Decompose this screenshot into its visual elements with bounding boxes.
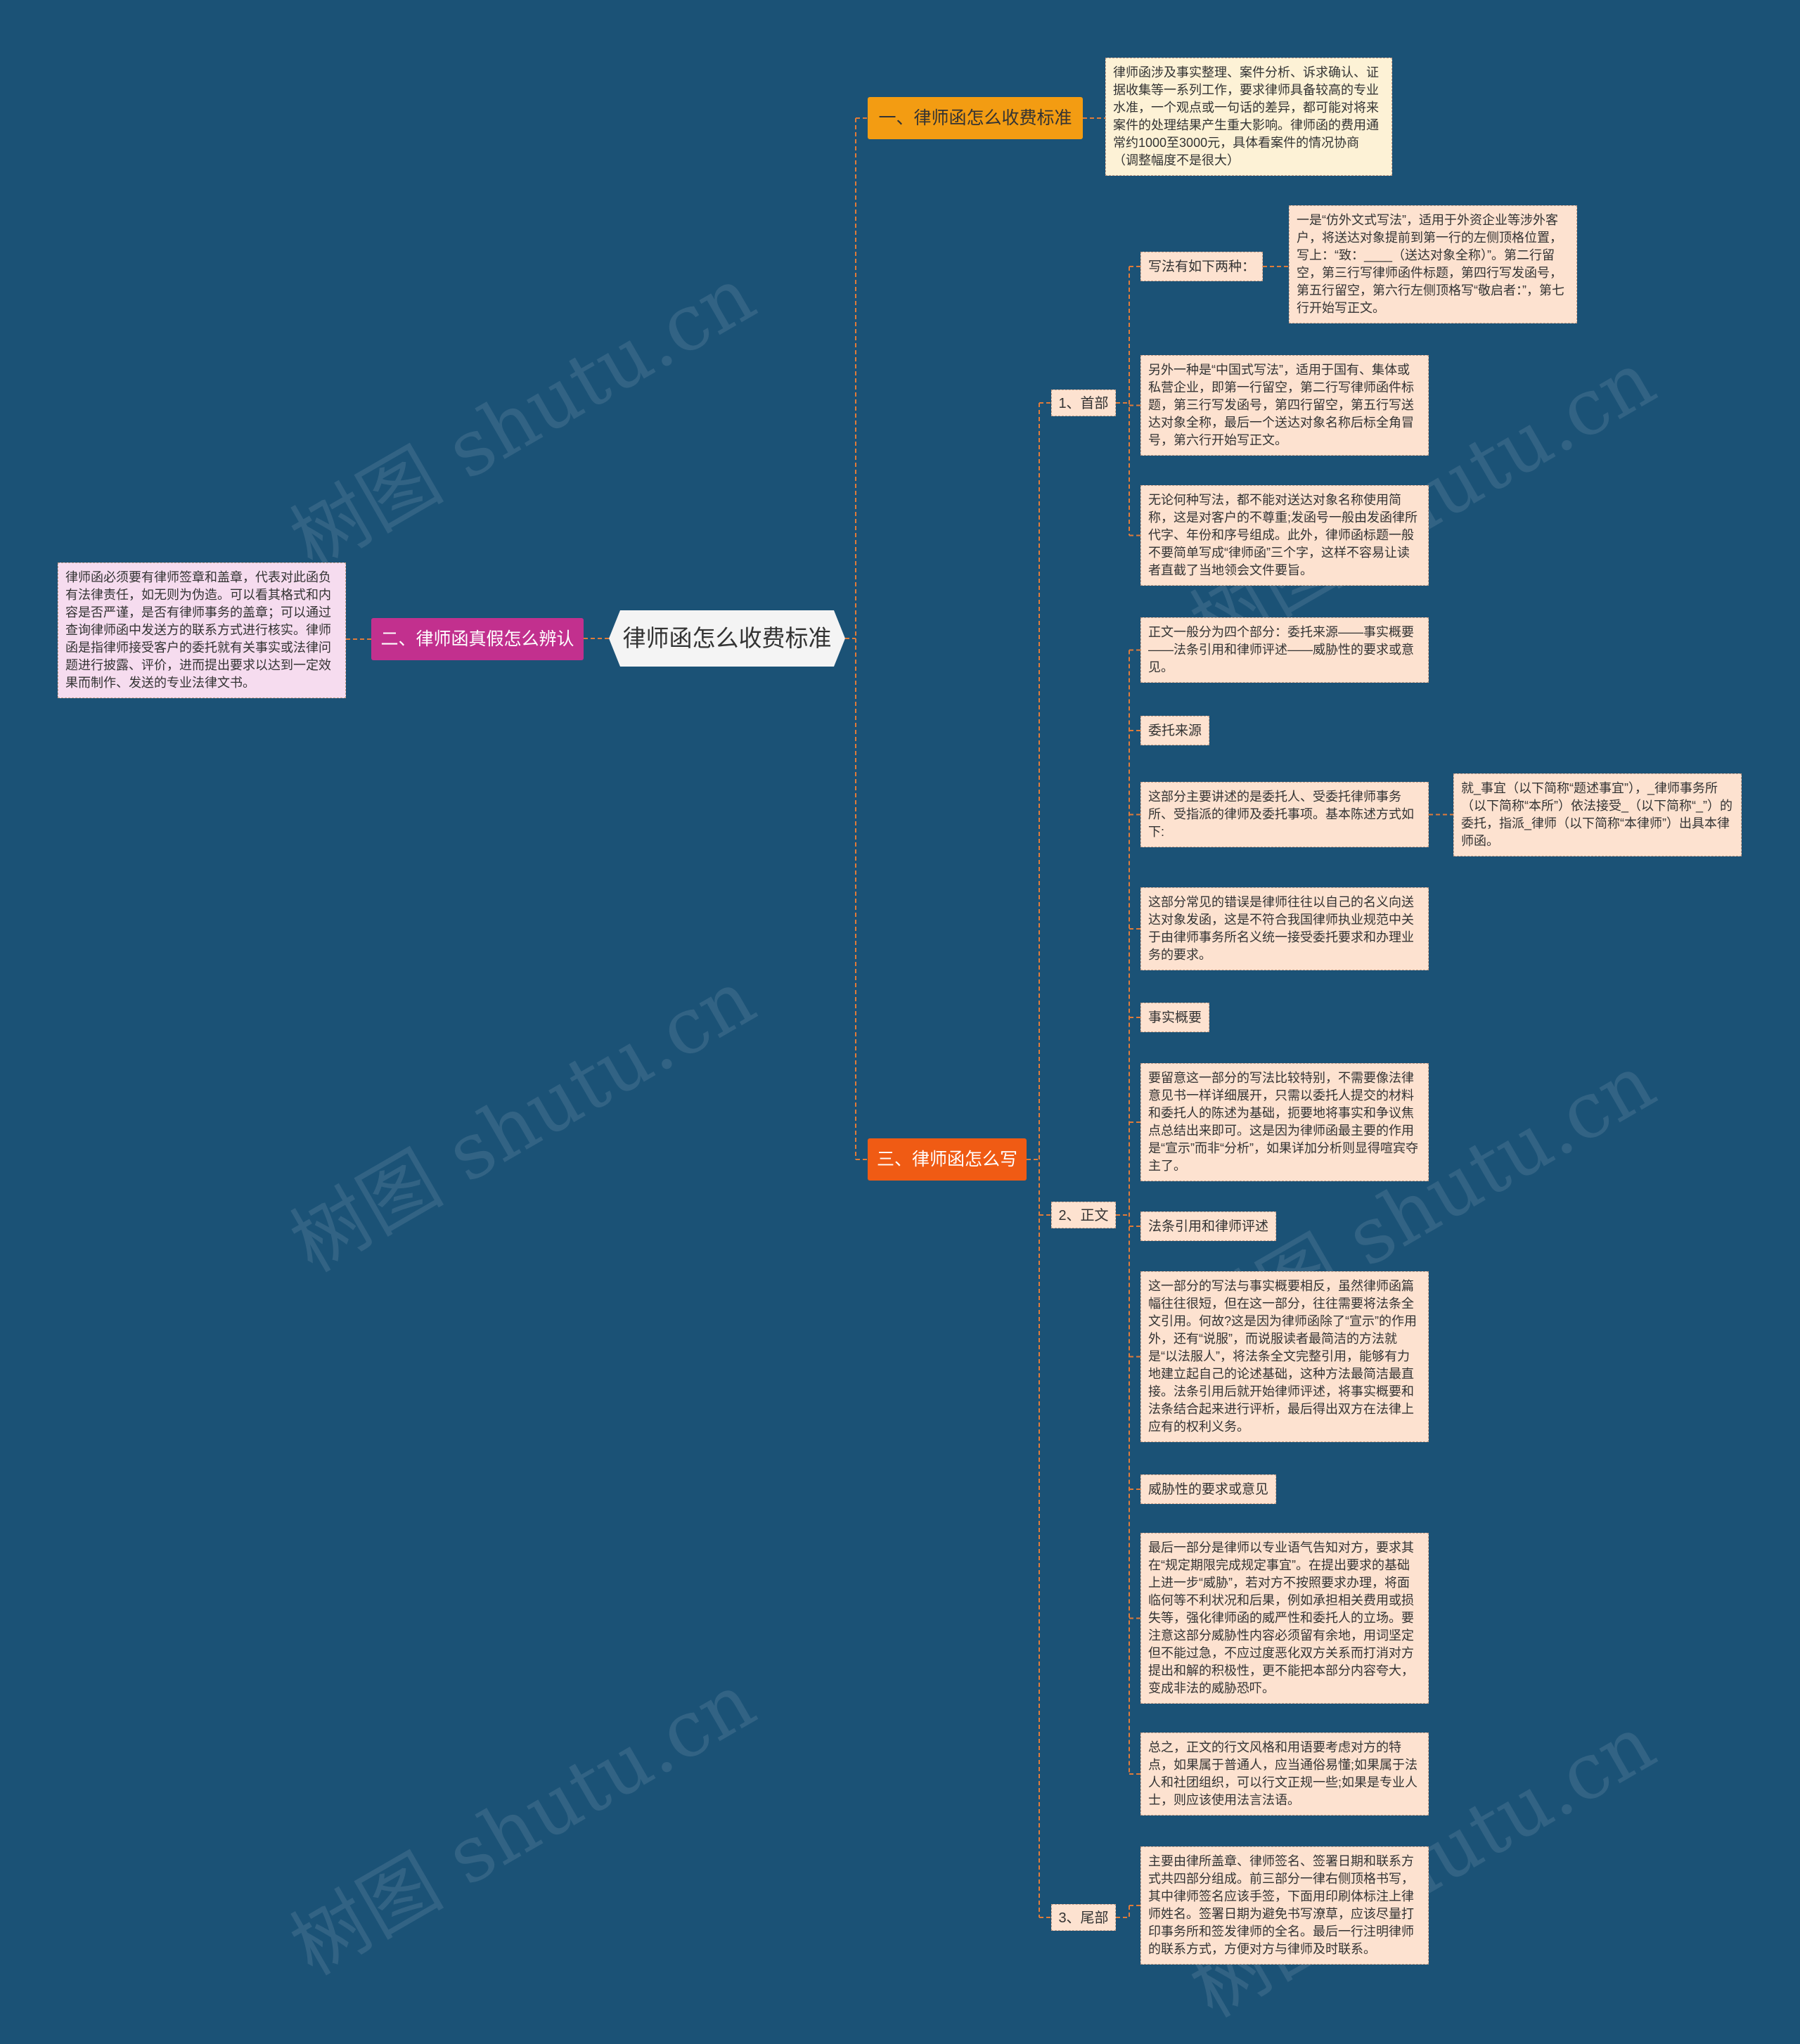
- root-topic[interactable]: 律师函怎么收费标准: [609, 610, 845, 667]
- fee-standard-note[interactable]: 律师函涉及事实整理、案件分析、诉求确认、证据收集等一系列工作，要求律师具备较高的…: [1105, 58, 1392, 176]
- facts-text[interactable]: 要留意这一部分的写法比较特别，不需要像法律意见书一样详细展开，只需以委托人提交的…: [1140, 1063, 1429, 1181]
- foreign-style-note[interactable]: 一是“仿外文式写法”，适用于外资企业等涉外客户，将送达对象提前到第一行的左侧顶格…: [1289, 205, 1577, 323]
- section-footer[interactable]: 3、尾部: [1051, 1904, 1116, 1931]
- addressee-note[interactable]: 无论何种写法，都不能对送达对象名称使用简称，这是对客户的不尊重;发函号一般由发函…: [1140, 485, 1429, 586]
- body-intro[interactable]: 正文一般分为四个部分：委托来源——事实概要——法条引用和律师评述——威胁性的要求…: [1140, 617, 1429, 683]
- law-citation-label[interactable]: 法条引用和律师评述: [1140, 1211, 1277, 1241]
- section-header[interactable]: 1、首部: [1051, 390, 1116, 416]
- threat-label[interactable]: 威胁性的要求或意见: [1140, 1474, 1277, 1504]
- branch-how-to-write[interactable]: 三、律师函怎么写: [868, 1138, 1027, 1181]
- threat-text[interactable]: 最后一部分是律师以专业语气告知对方，要求其在“规定期限完成规定事宜”。在提出要求…: [1140, 1533, 1429, 1704]
- branch-fee-standard[interactable]: 一、律师函怎么收费标准: [868, 97, 1083, 139]
- delegation-source-example[interactable]: 就_事宜（以下简称“题述事宜”），_律师事务所（以下简称“本所”）依法接受_（以…: [1453, 773, 1742, 856]
- delegation-source-text[interactable]: 这部分主要讲述的是委托人、受委托律师事务所、受指派的律师及委托事项。基本陈述方式…: [1140, 782, 1429, 847]
- section-body[interactable]: 2、正文: [1051, 1202, 1116, 1228]
- writing-methods-label[interactable]: 写法有如下两种：: [1140, 252, 1264, 281]
- delegation-source-label[interactable]: 委托来源: [1140, 716, 1210, 745]
- body-summary[interactable]: 总之，正文的行文风格和用语要考虑对方的特点，如果属于普通人，应当通俗易懂;如果属…: [1140, 1733, 1429, 1815]
- authenticity-note[interactable]: 律师函必须要有律师签章和盖章，代表对此函负有法律责任，如无则为伪造。可以看其格式…: [58, 563, 346, 698]
- delegation-source-error[interactable]: 这部分常见的错误是律师往往以自己的名义向送达对象发函，这是不符合我国律师执业规范…: [1140, 887, 1429, 970]
- facts-label[interactable]: 事实概要: [1140, 1003, 1210, 1032]
- footer-text[interactable]: 主要由律所盖章、律师签名、签署日期和联系方式共四部分组成。前三部分一律右侧顶格书…: [1140, 1846, 1429, 1965]
- law-citation-text[interactable]: 这一部分的写法与事实概要相反，虽然律师函篇幅往往很短，但在这一部分，往往需要将法…: [1140, 1271, 1429, 1442]
- chinese-style-note[interactable]: 另外一种是“中国式写法”，适用于国有、集体或私营企业，即第一行留空，第二行写律师…: [1140, 355, 1429, 456]
- branch-authenticity[interactable]: 二、律师函真假怎么辨认: [371, 618, 584, 660]
